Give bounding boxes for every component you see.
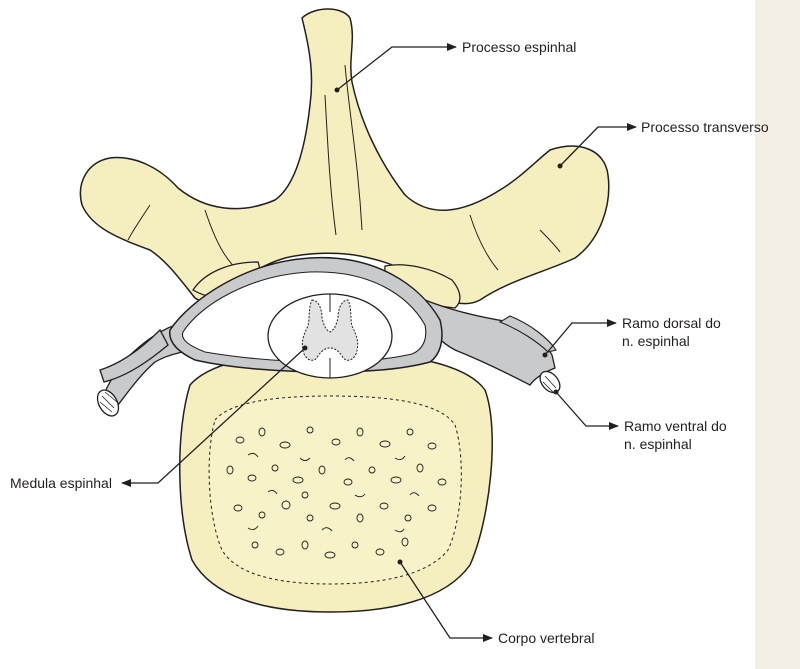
arch-detail-lines [127,64,561,273]
label-ramo-dorsal-line2: n. espinhal [622,333,690,349]
label-ramo-dorsal-line1: Ramo dorsal do [622,315,721,331]
trabecular-pattern [226,426,447,559]
leader-ramo-ventral [555,391,619,430]
leader-corpo-vertebral [399,561,493,642]
label-processo-espinhal: Processo espinhal [462,39,576,55]
spinal-nerve-left-branch [99,328,169,383]
side-panel [755,0,800,669]
label-medula-espinhal: Medula espinhal [10,475,112,491]
label-corpo-vertebral: Corpo vertebral [498,630,595,646]
dorsal-ramus-right [498,315,557,353]
label-processo-transverso: Processo transverso [641,119,769,135]
cancellous-bone [208,395,462,585]
leader-ramo-dorsal [544,319,617,356]
leader-processo-espinhal [336,43,457,91]
label-ramo-ventral-line1: Ramo ventral do [624,418,727,434]
leader-lines [121,43,637,642]
leader-processo-transverso [559,123,637,167]
label-ramo-ventral-line2: n. espinhal [624,436,692,452]
grey-matter [301,299,359,361]
leader-medula [121,347,306,487]
